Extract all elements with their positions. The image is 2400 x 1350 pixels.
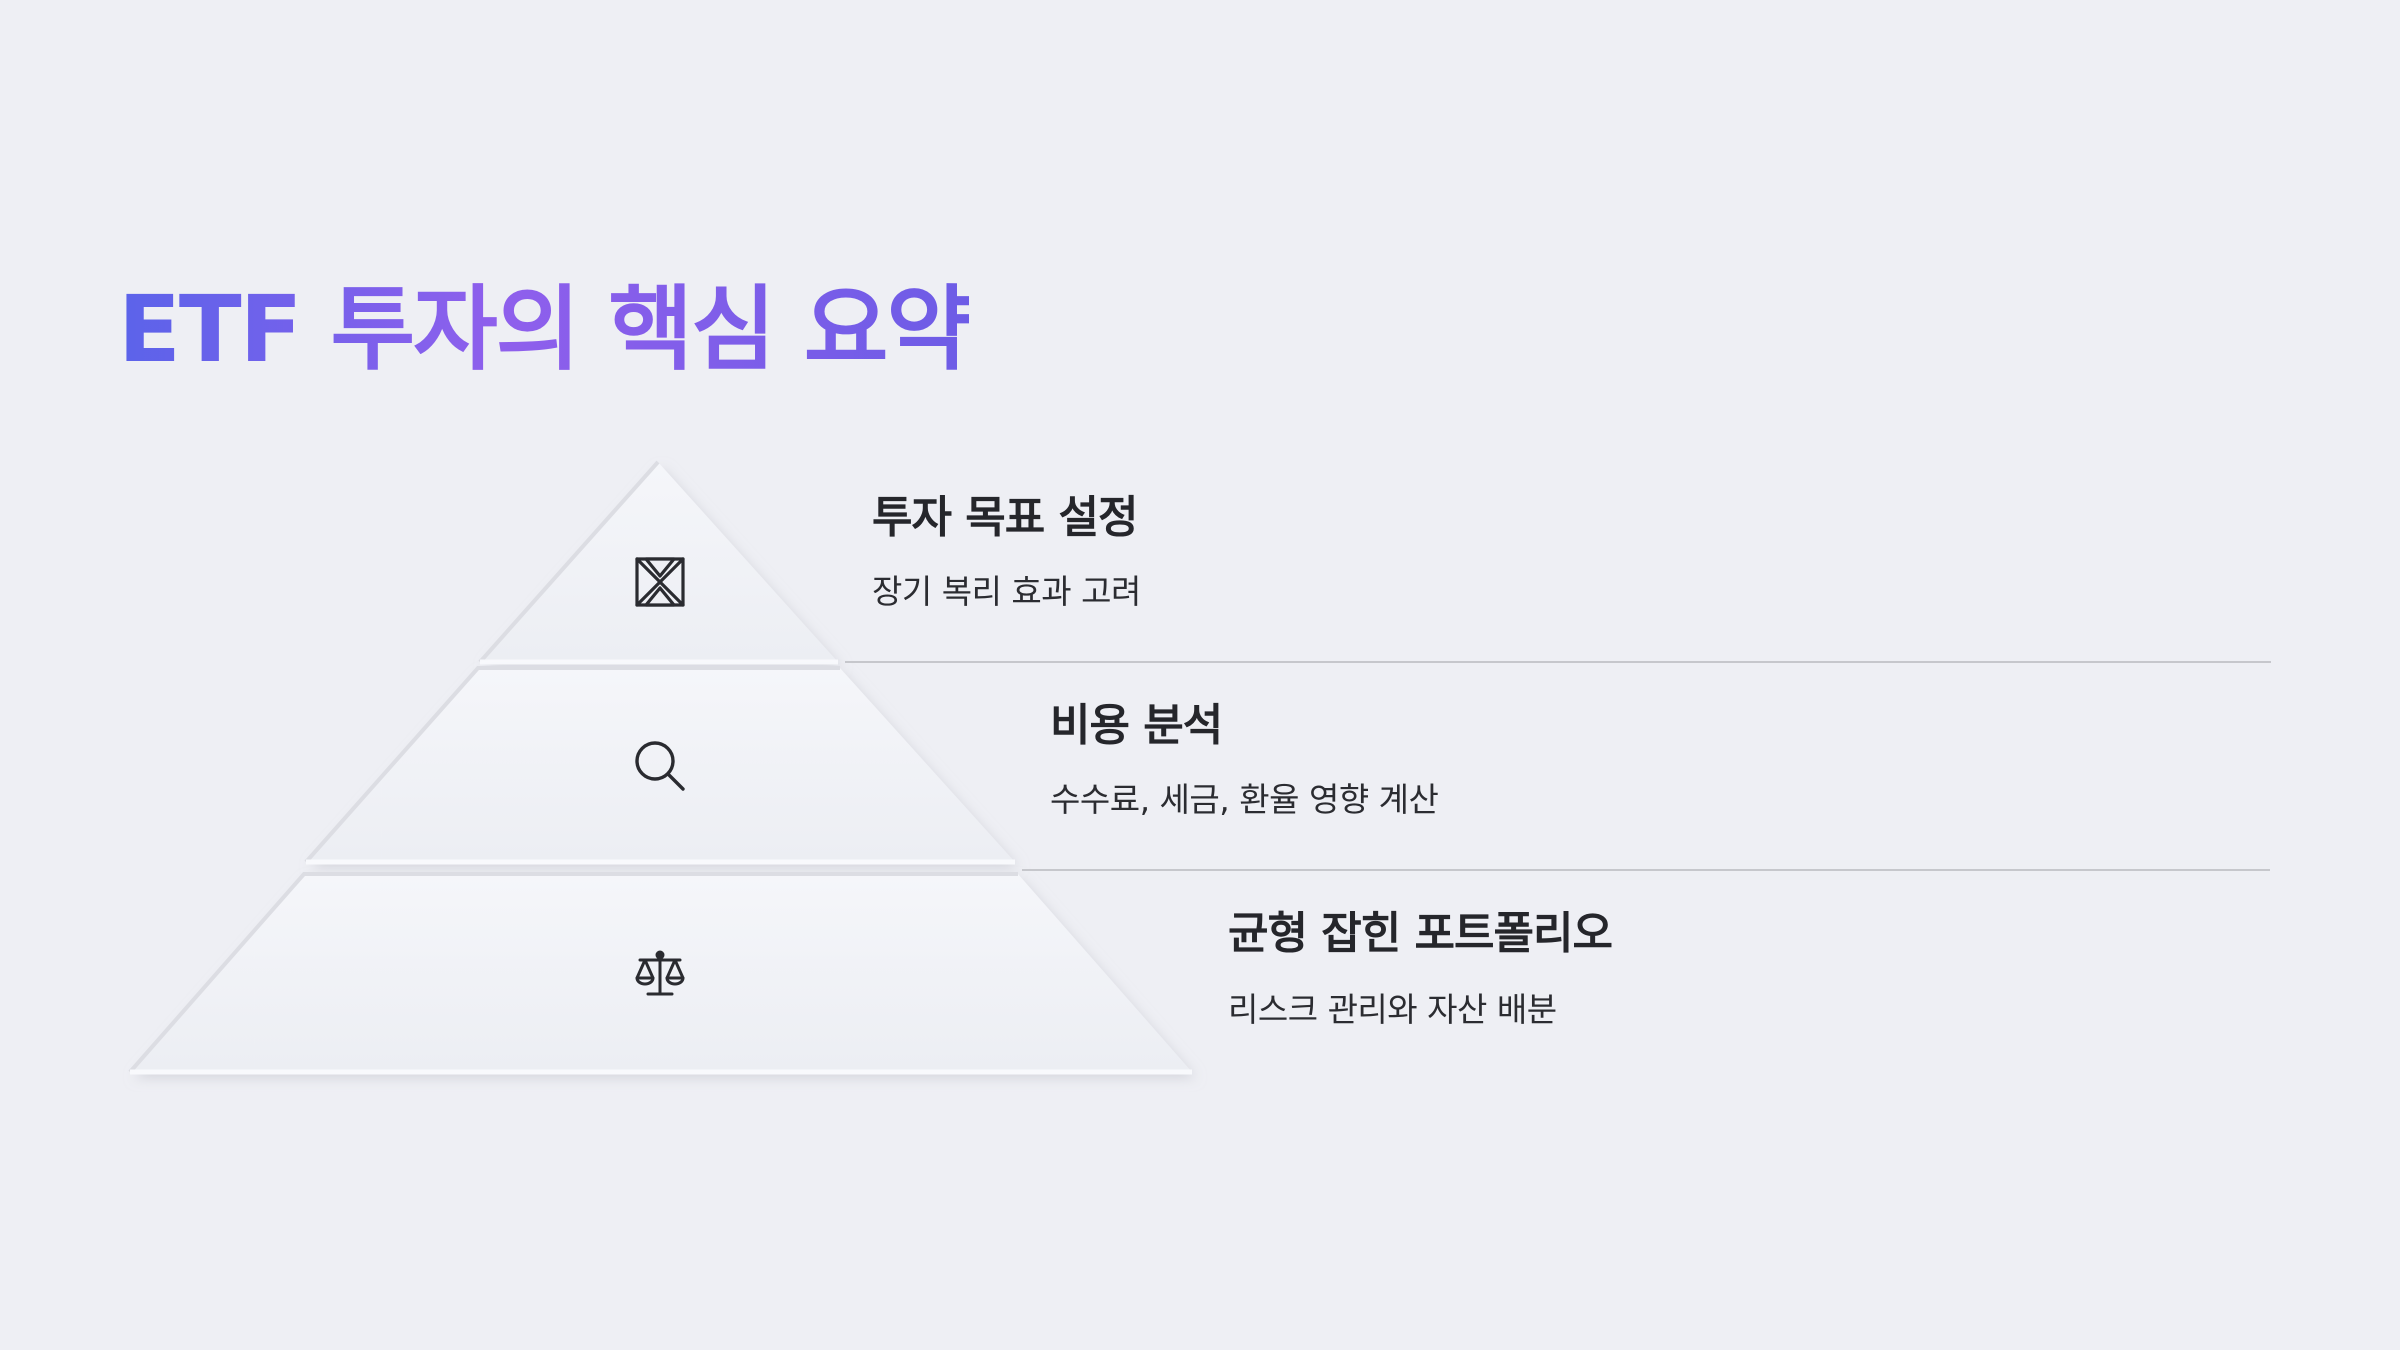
layer-title-portfolio: 균형 잡힌 포트폴리오 bbox=[1228, 908, 1613, 959]
layer-desc-portfolio: 리스크 관리와 자산 배분 bbox=[1228, 990, 1557, 1029]
magnifier-icon bbox=[632, 738, 688, 794]
divider-1 bbox=[845, 661, 2271, 663]
target-cross-icon bbox=[632, 554, 688, 610]
divider-2 bbox=[1022, 869, 2270, 871]
slide-title: ETF 투자의 핵심 요약 bbox=[118, 270, 971, 390]
layer-title-goal: 투자 목표 설정 bbox=[872, 492, 1139, 543]
layer-title-cost: 비용 분석 bbox=[1050, 700, 1223, 751]
layer-desc-cost: 수수료, 세금, 환율 영향 계산 bbox=[1050, 780, 1439, 819]
pyramid-layer-middle bbox=[304, 666, 1015, 865]
balance-scale-icon bbox=[632, 946, 688, 1002]
layer-desc-goal: 장기 복리 효과 고려 bbox=[872, 572, 1141, 611]
